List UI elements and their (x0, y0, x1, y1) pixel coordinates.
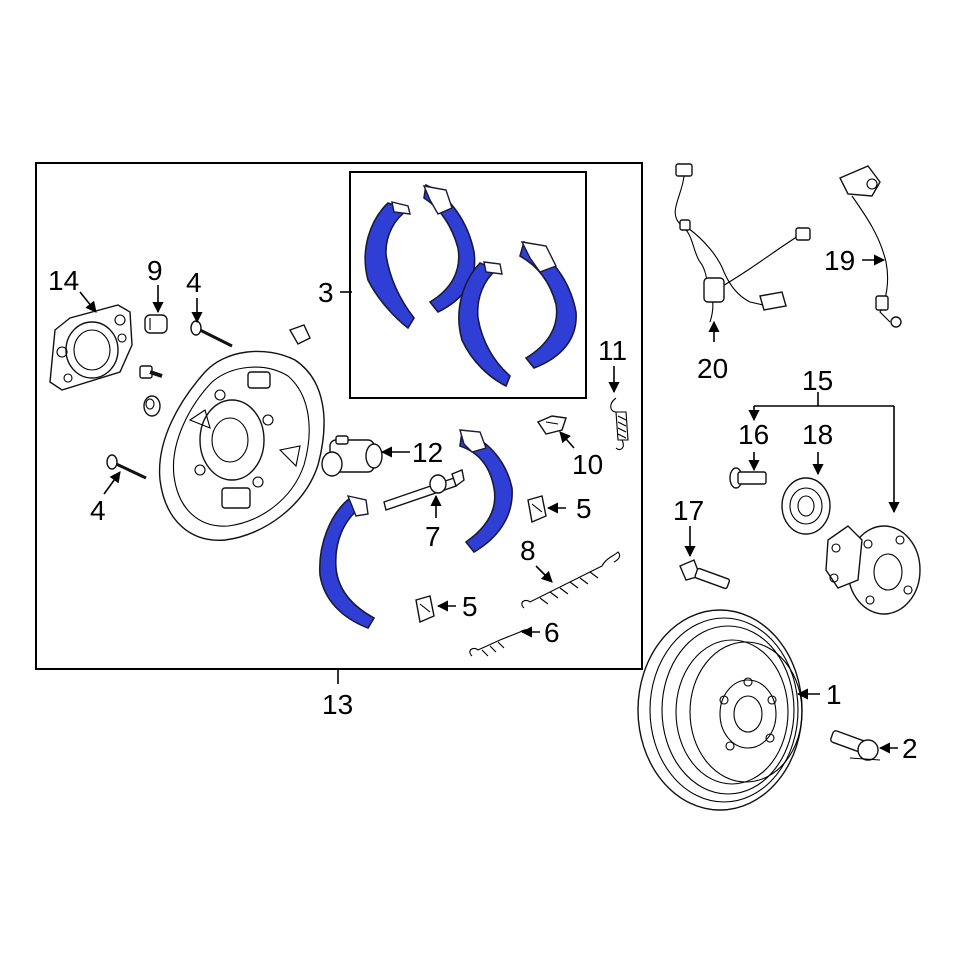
bolt-17[interactable] (679, 559, 731, 590)
wheel-bolt-16[interactable] (729, 467, 767, 489)
callout-12: 12 (412, 437, 443, 468)
hub-assembly-15[interactable] (825, 525, 921, 615)
callout-18: 18 (802, 419, 833, 450)
brake-hose-19[interactable] (839, 165, 902, 328)
clip-5-bottom[interactable] (415, 595, 435, 623)
callout-5-top: 5 (576, 493, 592, 524)
clip-5-top[interactable] (527, 495, 547, 523)
spring-8[interactable] (521, 551, 621, 609)
plug-part[interactable] (144, 314, 168, 334)
hold-down-pin-top[interactable] (190, 320, 233, 348)
callout-11: 11 (598, 335, 627, 366)
assembly-box (35, 162, 643, 670)
callout-3: 3 (318, 277, 334, 308)
wheel-cylinder-12[interactable] (321, 435, 383, 477)
brake-shoe-kit[interactable] (364, 183, 577, 388)
bearing-18[interactable] (781, 477, 831, 535)
callout-16: 16 (738, 419, 769, 450)
bolt-2[interactable] (830, 730, 881, 761)
callout-19: 19 (824, 245, 855, 276)
plug-round[interactable] (143, 395, 161, 417)
brake-drum-1[interactable] (637, 609, 803, 811)
callout-2: 2 (902, 733, 918, 764)
callout-9: 9 (147, 255, 163, 286)
callout-17: 17 (673, 495, 704, 526)
spring-6[interactable] (469, 629, 532, 657)
callout-5-bottom: 5 (462, 591, 478, 622)
callout-6: 6 (544, 617, 560, 648)
callout-20: 20 (697, 353, 728, 384)
callout-4-bottom: 4 (90, 495, 106, 526)
brake-shoe-13[interactable] (319, 429, 513, 629)
abs-harness-20[interactable] (674, 163, 811, 323)
callout-1: 1 (826, 679, 842, 710)
callout-7: 7 (425, 521, 441, 552)
return-spring-11[interactable] (610, 397, 629, 451)
callout-14: 14 (48, 265, 79, 296)
callout-10: 10 (572, 449, 603, 480)
grommet[interactable] (288, 324, 311, 345)
backing-plate[interactable] (158, 350, 325, 541)
callout-4-top: 4 (186, 267, 202, 298)
callout-8: 8 (520, 535, 536, 566)
gasket-part[interactable] (49, 304, 133, 391)
shoe-kit-box (349, 171, 587, 399)
adjuster-lever-10[interactable] (536, 415, 567, 435)
bolt-small[interactable] (139, 365, 163, 379)
callout-13: 13 (322, 689, 353, 720)
adjuster-7[interactable] (383, 469, 465, 511)
hold-down-pin-bottom[interactable] (106, 454, 147, 480)
callout-15: 15 (802, 365, 833, 396)
